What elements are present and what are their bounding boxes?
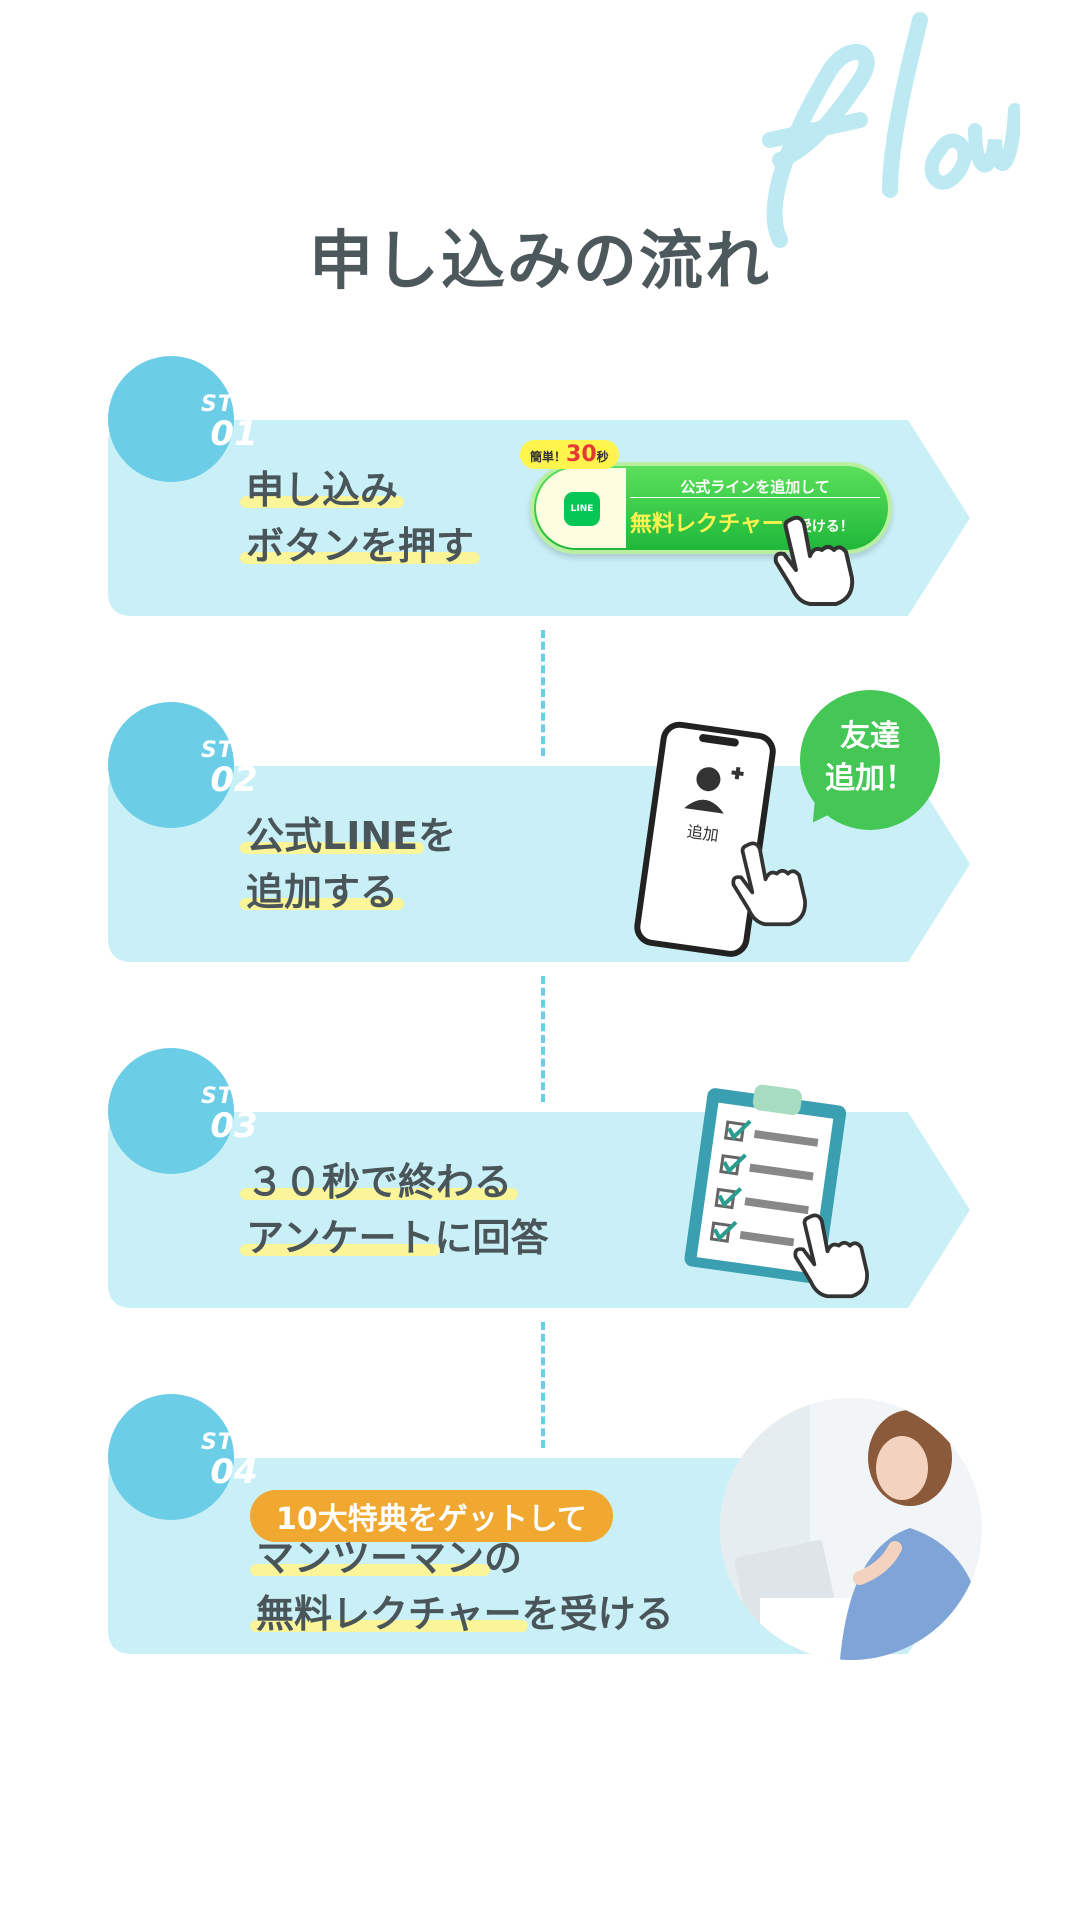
step-badge-3: STEP 03 xyxy=(108,1048,266,1174)
step-text-line: 公式LINE xyxy=(246,814,419,858)
add-friend-bubble: 友達 追加！ xyxy=(800,690,940,830)
step-badge-4: STEP 04 xyxy=(108,1394,266,1520)
step-number: 03 xyxy=(210,1106,258,1146)
step-label: STEP xyxy=(200,738,267,763)
step-text-1: 申し込み ボタンを押す xyxy=(246,462,474,574)
connector-line xyxy=(541,1322,545,1448)
benefit-tag: 10大特典をゲットして xyxy=(250,1490,613,1542)
connector-line xyxy=(541,630,545,756)
step-label: STEP xyxy=(200,1084,267,1109)
pointing-hand-icon xyxy=(731,841,807,927)
step-text-line: 申し込み xyxy=(246,468,399,512)
step-badge-2: STEP 02 xyxy=(108,702,266,828)
page-title: 申し込みの流れ xyxy=(309,225,771,299)
flow-script-decoration: flow xyxy=(762,12,1020,248)
step-text-line: マンツーマン xyxy=(256,1536,485,1580)
step-text-4: マンツーマンの 無料レクチャーを受ける xyxy=(256,1536,674,1636)
phone-add-label: 追加 xyxy=(686,822,720,845)
step-number: 04 xyxy=(210,1452,258,1492)
clipboard-checklist-illustration xyxy=(684,1084,847,1284)
quick-badge: 簡単！30秒 xyxy=(520,440,619,469)
step-text-3: ３０秒で終わる アンケートに回答 xyxy=(246,1160,549,1260)
step-text-2: 公式LINEを 追加する xyxy=(246,814,457,914)
step-label: STEP xyxy=(200,392,267,417)
line-button-caption: 公式ラインを追加して xyxy=(630,476,880,498)
connector-line xyxy=(541,976,545,1102)
line-button-main-text: 無料レクチャーを受ける！ xyxy=(630,512,854,537)
pointing-hand-icon xyxy=(793,1213,869,1299)
step-text-line: ３０秒で終わる xyxy=(246,1160,513,1204)
step-label: STEP xyxy=(200,1430,267,1455)
step-number: 02 xyxy=(210,760,258,800)
step-number: 01 xyxy=(210,414,258,454)
step-text-line: アンケート xyxy=(246,1216,435,1260)
step-badge-1: STEP 01 xyxy=(108,356,266,482)
step-text-line: ボタンを押す xyxy=(246,524,475,568)
woman-laptop-photo xyxy=(720,1398,982,1660)
step-text-line: 追加する xyxy=(246,870,399,914)
pointing-hand-icon xyxy=(773,515,855,606)
step-text-line: 無料レクチャー xyxy=(256,1592,522,1636)
line-logo-icon: LINE xyxy=(564,492,600,526)
line-add-button[interactable]: LINE 簡単！30秒 公式ラインを追加して 無料レクチャーを受ける！ xyxy=(520,440,892,554)
